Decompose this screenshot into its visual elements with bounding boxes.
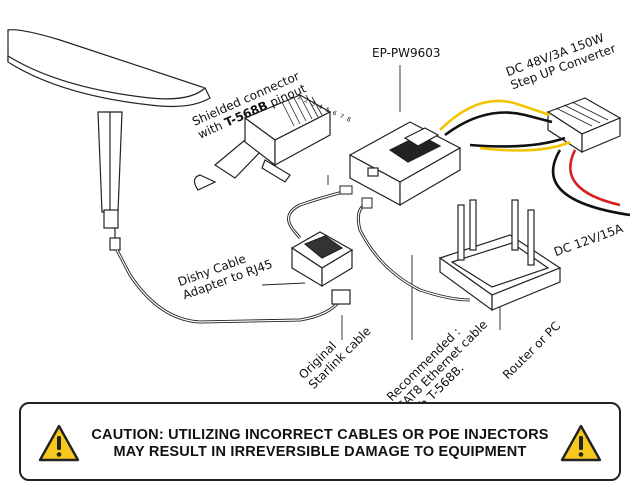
- label-ep-pw9603: EP-PW9603: [372, 46, 441, 60]
- rj45-connector: [193, 94, 332, 191]
- pin-4: 4: [317, 103, 325, 112]
- warning-triangle-icon: [560, 424, 602, 462]
- warning-triangle-icon: [38, 424, 80, 462]
- caution-line-2: MAY RESULT IN IRREVERSIBLE DAMAGE TO EQU…: [113, 444, 527, 460]
- pin-1: 1: [295, 93, 304, 103]
- wires: [439, 99, 631, 217]
- pin-7: 7: [338, 112, 346, 122]
- dishy-adapter: [290, 231, 354, 305]
- starlink-dish: [7, 29, 211, 251]
- pin-5: 5: [324, 106, 332, 115]
- caution-line-1: CAUTION: UTILIZING INCORRECT CABLES OR P…: [91, 427, 549, 443]
- step-up-converter: [546, 97, 622, 154]
- cat8-cable: [356, 203, 471, 302]
- caution-text: CAUTION: UTILIZING INCORRECT CABLES OR P…: [91, 427, 549, 461]
- pin-6: 6: [331, 109, 339, 118]
- caution-banner: CAUTION: UTILIZING INCORRECT CABLES OR P…: [19, 402, 621, 481]
- router: [438, 199, 562, 312]
- pin-3: 3: [310, 100, 318, 109]
- poe-injector: [348, 121, 462, 207]
- pin-2: 2: [303, 96, 311, 106]
- connection-diagram: [7, 29, 631, 340]
- patch-cable: [287, 190, 344, 239]
